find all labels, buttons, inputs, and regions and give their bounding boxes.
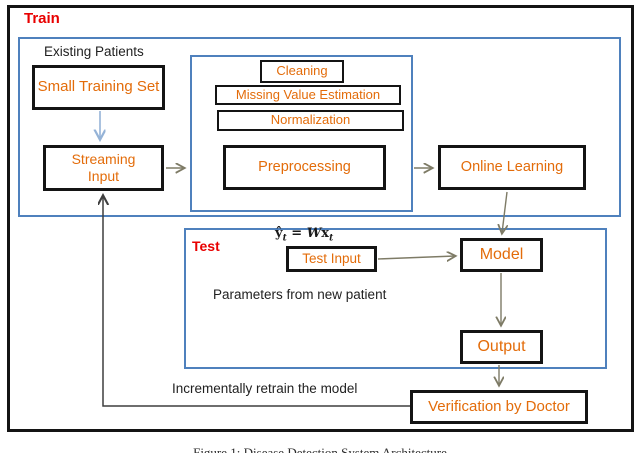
train-section-label: Train (24, 10, 60, 27)
equation-yhat: ŷ (275, 226, 283, 241)
equation-x: x (321, 226, 330, 241)
test-input-box: Test Input (286, 246, 377, 272)
small-training-set-box: Small Training Set (32, 65, 165, 110)
model-box: Model (460, 238, 543, 272)
equation-sub-t1: t (282, 233, 287, 244)
figure-caption: Figure 1: Disease Detection System Archi… (193, 445, 447, 453)
test-section-label: Test (192, 238, 220, 254)
streaming-input-box: Streaming Input (43, 145, 164, 191)
parameters-note: Parameters from new patient (213, 287, 387, 302)
cleaning-box: Cleaning (260, 60, 344, 83)
online-learning-box: Online Learning (438, 145, 586, 190)
output-box: Output (460, 330, 543, 364)
equation-sub-t2: t (329, 233, 334, 244)
prediction-equation: ŷt = Wxt (275, 226, 333, 244)
retrain-note: Incrementally retrain the model (172, 381, 358, 396)
equation-equals: = (291, 226, 307, 241)
missing-value-estimation-box: Missing Value Estimation (215, 85, 401, 105)
equation-w: W (306, 226, 322, 241)
verification-by-doctor-box: Verification by Doctor (410, 390, 588, 424)
normalization-box: Normalization (217, 110, 404, 131)
preprocessing-box: Preprocessing (223, 145, 386, 190)
existing-patients-label: Existing Patients (44, 44, 144, 59)
